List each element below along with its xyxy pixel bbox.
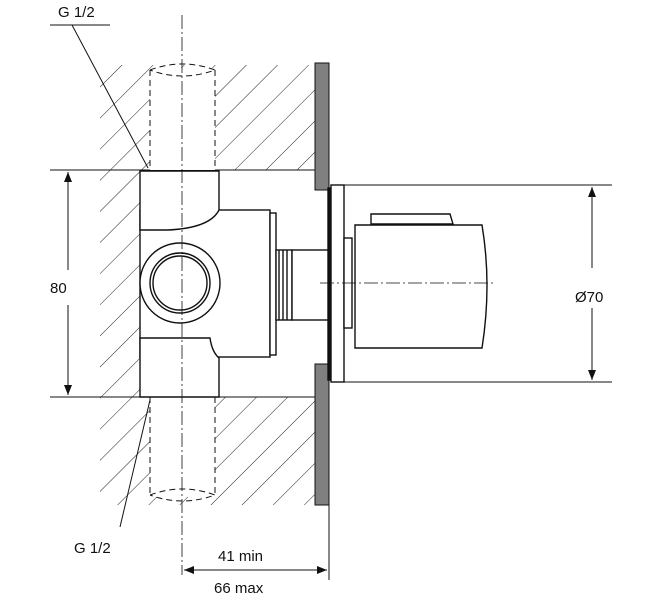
- depth-max-dimension: 66 max: [214, 580, 264, 597]
- pipe-hidden: [149, 63, 217, 502]
- thread-label-top: G 1/2: [58, 4, 95, 21]
- wall-plate: [314, 62, 330, 506]
- center-lines: [181, 15, 495, 575]
- valve-body: [139, 170, 330, 398]
- handle-assembly: [327, 184, 488, 383]
- diameter-dimension: Ø70: [575, 289, 603, 306]
- thread-label-bottom: G 1/2: [74, 540, 111, 557]
- dimension-lines: [50, 24, 612, 580]
- height-dimension: 80: [50, 280, 67, 297]
- depth-min-dimension: 41 min: [218, 548, 263, 565]
